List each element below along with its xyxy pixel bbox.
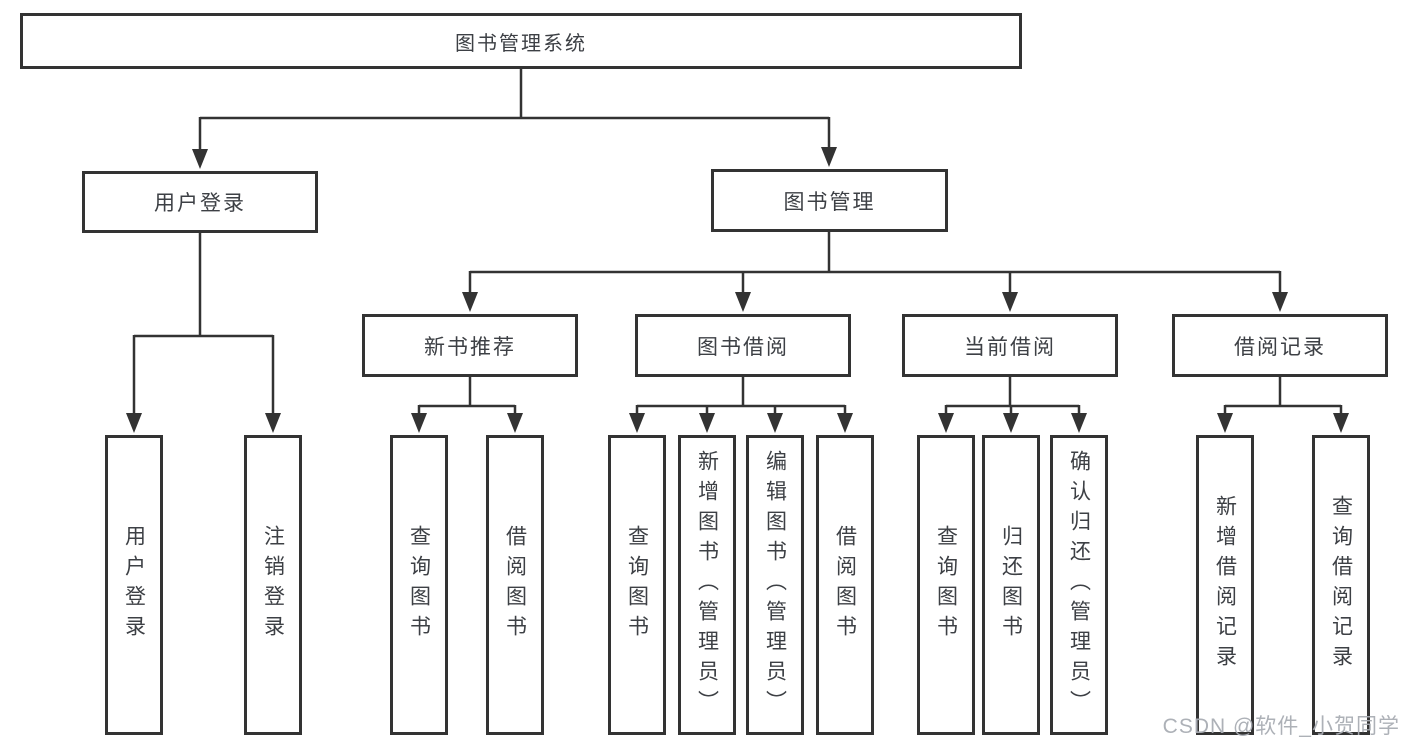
node-book-management: 图书管理 [711,169,948,232]
leaf-recommend-borrow-books: 借阅图书 [486,435,544,735]
node-borrow-records: 借阅记录 [1172,314,1388,377]
leaf-borrow-query-books: 查询图书 [608,435,666,735]
csdn-watermark: CSDN @软件_小贺同学 [1162,715,1400,738]
leaf-current-return-books: 归还图书 [982,435,1040,735]
leaf-borrow-add-books-admin: 新增图书（管理员） [678,435,736,735]
leaf-user-login: 用户登录 [105,435,163,735]
leaf-recommend-query-books: 查询图书 [390,435,448,735]
leaf-current-query-books: 查询图书 [917,435,975,735]
node-book-borrowing: 图书借阅 [635,314,851,377]
leaf-borrow-borrow-books: 借阅图书 [816,435,874,735]
node-current-borrowing: 当前借阅 [902,314,1118,377]
leaf-current-confirm-return-admin: 确认归还（管理员） [1050,435,1108,735]
leaf-records-query-record: 查询借阅记录 [1312,435,1370,735]
node-user-login: 用户登录 [82,171,318,233]
node-new-book-recommend: 新书推荐 [362,314,578,377]
leaf-records-add-record: 新增借阅记录 [1196,435,1254,735]
tree-trunk-lines [134,69,1341,408]
leaf-borrow-edit-books-admin: 编辑图书（管理员） [746,435,804,735]
node-root-system: 图书管理系统 [20,13,1022,69]
leaf-logout: 注销登录 [244,435,302,735]
